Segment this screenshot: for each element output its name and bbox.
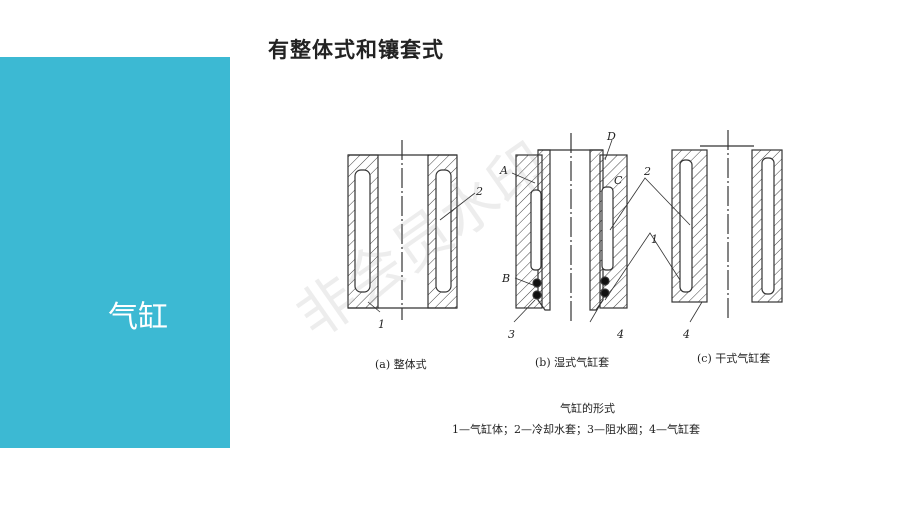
label-C: C	[614, 174, 623, 187]
figure-title: 气缸的形式	[560, 401, 615, 415]
label-A: A	[499, 164, 508, 177]
label-D: D	[606, 130, 616, 143]
figure-legend: 1—气缸体；2—冷却水套；3—阻水圈；4—气缸套	[452, 422, 700, 436]
caption-a: (a) 整体式	[375, 357, 427, 371]
label-3: 3	[508, 328, 515, 341]
side-panel: 气缸	[0, 57, 230, 448]
panel-title: 气缸	[108, 300, 168, 335]
caption-c: (c) 干式气缸套	[697, 351, 770, 365]
label-4b: 4	[616, 328, 624, 341]
dry-liner-cylinder	[671, 130, 783, 320]
label-2c: 2	[643, 165, 651, 178]
label-B: B	[501, 272, 510, 285]
slide-title: 有整体式和镶套式	[268, 37, 444, 62]
wet-liner-cylinder	[515, 133, 628, 322]
integral-cylinder	[347, 140, 458, 320]
label-1a: 1	[378, 318, 385, 331]
label-2a: 2	[475, 185, 483, 198]
label-4c: 4	[682, 328, 690, 341]
caption-b: (b) 湿式气缸套	[535, 355, 609, 369]
label-1c: 1	[651, 233, 658, 246]
